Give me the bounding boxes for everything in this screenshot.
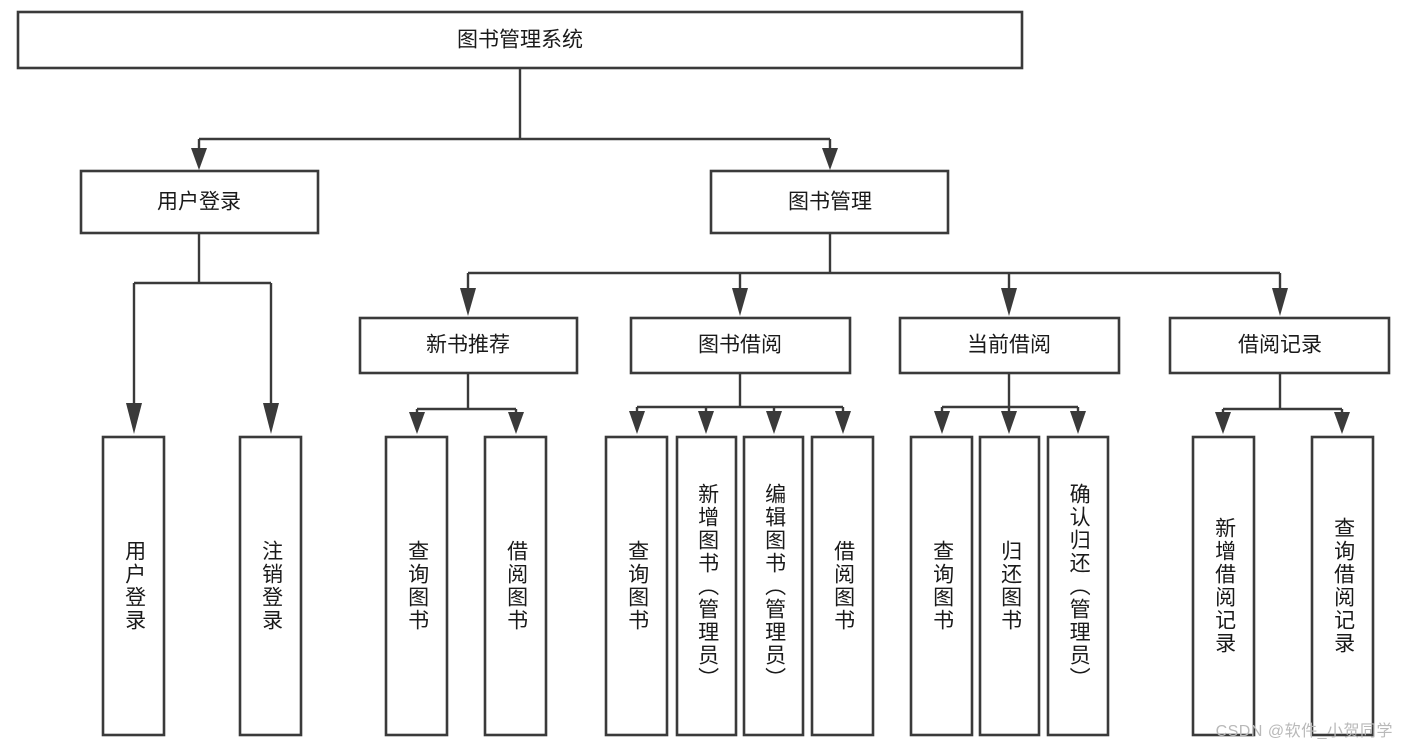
arrow-head-leaf-query-book-3 (934, 411, 950, 434)
leaf-box-confirm-return[interactable] (1046, 435, 1110, 737)
arrow-head-leaf-confirm-return (1070, 411, 1086, 434)
node-box-book-management[interactable] (709, 169, 950, 235)
node-label-current-borrow: 当前借阅 (967, 334, 1051, 357)
arrow-head-leaf-add-record (1215, 412, 1231, 434)
arrow-head-leaf-logout (263, 403, 279, 434)
leaf-box-query-borrow-record[interactable] (1310, 435, 1375, 737)
node-label-new-book-recommend: 新书推荐 (426, 334, 510, 357)
leaf-box-edit-book[interactable] (742, 435, 805, 737)
node-label-book-borrow: 图书借阅 (698, 334, 782, 357)
arrow-head-borrow-record (1272, 288, 1288, 316)
leaf-box-return-book[interactable] (978, 435, 1041, 737)
arrow-head-leaf-query-book-2 (629, 411, 645, 434)
leaf-box-query-book-borrow[interactable] (604, 435, 669, 737)
arrow-head-leaf-query-record (1334, 412, 1350, 434)
arrow-head-leaf-return-book (1001, 411, 1017, 434)
leaf-box-user-login[interactable] (101, 435, 166, 737)
leaf-box-add-borrow-record[interactable] (1191, 435, 1256, 737)
edge-layer (126, 68, 1350, 434)
arrow-head-book-mgmt (822, 148, 838, 170)
node-label-book-management: 图书管理 (788, 191, 872, 214)
arrow-head-book-borrow (732, 288, 748, 316)
leaf-box-add-book[interactable] (675, 435, 738, 737)
node-label-borrow-record: 借阅记录 (1238, 334, 1322, 357)
watermark: CSDN @软件_小贺同学 (1215, 723, 1393, 740)
leaf-box-logout[interactable] (238, 435, 303, 737)
arrow-head-leaf-add-book (698, 411, 714, 434)
leaf-box-borrow-book[interactable] (810, 435, 875, 737)
node-label-root: 图书管理系统 (457, 29, 583, 52)
node-box-current-borrow[interactable] (898, 316, 1121, 375)
node-box-book-borrow[interactable] (629, 316, 852, 375)
node-box-new-book-recommend[interactable] (358, 316, 579, 375)
node-box-user-login[interactable] (79, 169, 320, 235)
arrow-head-leaf-query-book-1 (409, 412, 425, 434)
arrow-head-leaf-borrow-book-2 (835, 411, 851, 434)
node-label-user-login: 用户登录 (157, 191, 241, 214)
arrow-head-user-login (191, 148, 207, 170)
leaf-box-borrow-book-rec[interactable] (483, 435, 548, 737)
arrow-head-new-book-rec (460, 288, 476, 316)
arrow-head-leaf-user-login (126, 403, 142, 434)
arrow-head-leaf-edit-book (766, 411, 782, 434)
node-layer: 图书管理系统 用户登录 图书管理 新书推荐 图书借阅 当前借阅 借阅记录 (16, 10, 1391, 737)
node-box-root[interactable] (16, 10, 1024, 70)
leaf-box-query-book-rec[interactable] (384, 435, 449, 737)
node-box-borrow-record[interactable] (1168, 316, 1391, 375)
arrow-head-leaf-borrow-book-1 (508, 412, 524, 434)
arrow-head-current-borrow (1001, 288, 1017, 316)
leaf-box-query-book-current[interactable] (909, 435, 974, 737)
